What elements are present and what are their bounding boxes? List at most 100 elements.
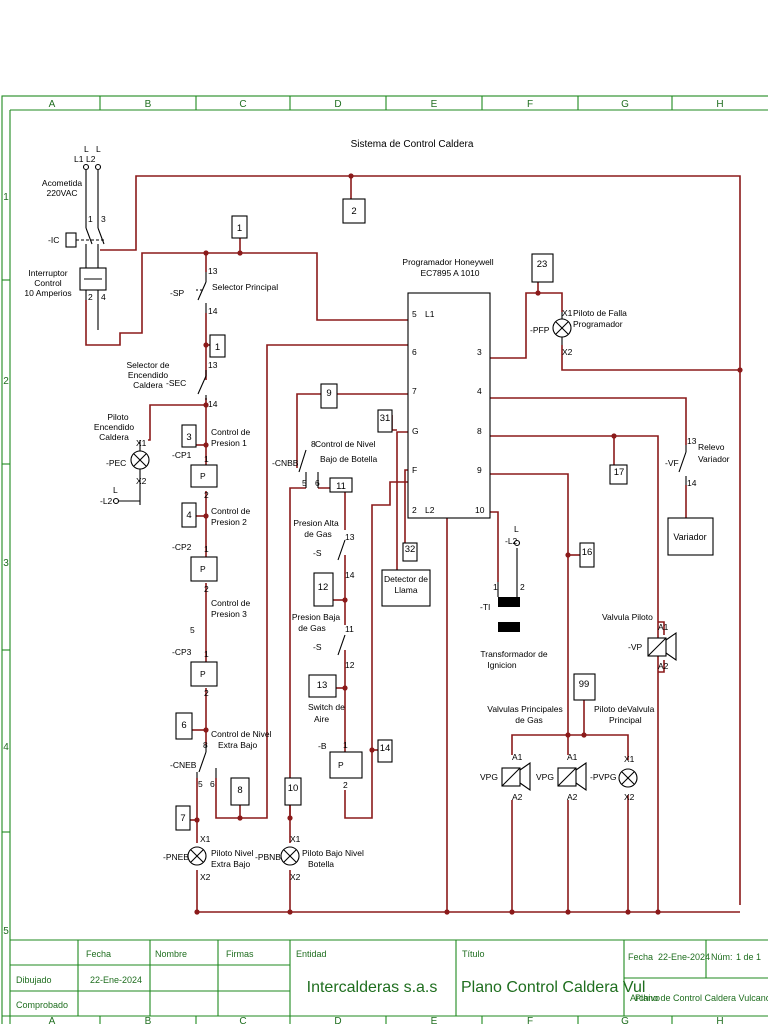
- row-label: 1: [3, 192, 9, 203]
- vp-label: Valvula Piloto: [602, 612, 653, 622]
- valvula-piloto: A1 A2 -VP Valvula Piloto: [602, 612, 677, 671]
- ref-box: 16: [582, 547, 593, 558]
- prog-t4: 4: [477, 386, 482, 396]
- l-label: L: [96, 144, 101, 154]
- breaker-handle: [65, 232, 77, 248]
- cp1-t1: 1: [204, 454, 209, 464]
- tb-fecha-right: Fecha: [628, 952, 653, 962]
- pfp-line1: Piloto de Falla: [573, 308, 627, 318]
- det-line2: Llama: [394, 585, 417, 595]
- col-label: G: [621, 99, 629, 110]
- prog-t7: 7: [412, 386, 417, 396]
- ref-box: 11: [336, 481, 346, 492]
- pfp-x1: X1: [562, 308, 573, 318]
- tb-archivo-name: Plano de Control Caldera Vulcano CADe: [635, 993, 768, 1003]
- diagram-title: Sistema de Control Caldera: [351, 139, 474, 150]
- pbnb-line1: Piloto Bajo Nivel: [302, 848, 364, 858]
- breaker-line1: Interruptor: [28, 268, 67, 278]
- ref-box: 32: [405, 544, 416, 555]
- sp-t13: 13: [208, 266, 218, 276]
- pec-l2: -L2: [100, 496, 113, 506]
- pbnb-tag: -PBNB: [255, 852, 281, 862]
- programador-honeywell: Programador Honeywell EC7895 A 1010 5 L1…: [402, 257, 494, 519]
- pbnb-x1: X1: [290, 834, 301, 844]
- sec-line2: Encendido: [128, 370, 168, 380]
- l2-label: L2: [86, 154, 96, 164]
- breaker-line3: 10 Amperios: [24, 288, 71, 298]
- cnbb-line2: Bajo de Botella: [320, 454, 377, 464]
- ref-box: 2: [351, 206, 356, 217]
- prog-t9: 9: [477, 465, 482, 475]
- cnbb-t6: 6: [315, 478, 320, 488]
- ref-box: 1: [215, 342, 220, 353]
- cneb-t5: 5: [198, 779, 203, 789]
- prog-line2: EC7895 A 1010: [420, 268, 479, 278]
- prog-t8: 8: [477, 426, 482, 436]
- tb-dibujado: Dibujado: [16, 975, 52, 985]
- pec-x1: X1: [136, 438, 147, 448]
- ti-line2: Ignicion: [487, 660, 517, 670]
- prog-line1: Programador Honeywell: [402, 257, 493, 267]
- pbg-t12: 12: [345, 660, 355, 670]
- col-label: D: [334, 1016, 341, 1024]
- tb-titulo-header: Título: [462, 949, 485, 959]
- selector-encendido: 13 14 -SEC Selector de Encendido Caldera: [127, 360, 218, 409]
- row-labels: 1 2 3 4 5: [3, 192, 9, 937]
- col-label: G: [621, 1016, 629, 1024]
- sp-t14: 14: [208, 306, 218, 316]
- variador-label: Variador: [673, 532, 706, 542]
- sec-tag: -SEC: [166, 378, 186, 388]
- pec-l: L: [113, 485, 118, 495]
- sec-line3: Caldera: [133, 380, 163, 390]
- pag-t14: 14: [345, 570, 355, 580]
- supply-breaker: L1 L2 L L Acometida 220VAC 1 3 -IC Inter…: [24, 144, 107, 330]
- pec-line1: Piloto: [107, 412, 129, 422]
- tb-fecha-header: Fecha: [86, 949, 111, 959]
- tb-entidad: Intercalderas s.a.s: [307, 979, 438, 996]
- pag-line1: Presion Alta: [293, 518, 339, 528]
- pneb-line1: Piloto Nivel: [211, 848, 254, 858]
- cp3-line1: Control de: [211, 598, 250, 608]
- sa-t2: 2: [343, 780, 348, 790]
- term-3: 3: [101, 214, 106, 224]
- cp2-tag: -CP2: [172, 542, 192, 552]
- vpg2-a1: A1: [567, 752, 578, 762]
- pag-t13: 13: [345, 532, 355, 542]
- presion-baja-gas: 11 12 -S Presion Baja de Gas: [292, 612, 355, 670]
- ref-box: 17: [614, 467, 625, 478]
- pag-line2: de Gas: [304, 529, 331, 539]
- piloto-bajo-nivel-botella: X1 X2 -PBNB Piloto Bajo Nivel Botella: [255, 834, 364, 882]
- reference-boxes: 1 2 1 3 4 6 7 8 9 10 11 12 13 14 16 17 2…: [175, 198, 628, 831]
- cneb-t8: 8: [203, 740, 208, 750]
- col-label: F: [527, 99, 533, 110]
- pneb-line2: Extra Bajo: [211, 859, 250, 869]
- tb-firmas-header: Firmas: [226, 949, 254, 959]
- row-label: 2: [3, 376, 9, 387]
- cp3-t2: 2: [204, 688, 209, 698]
- pvpg-x1: X1: [624, 754, 635, 764]
- cneb-t6: 6: [210, 779, 215, 789]
- pfp-x2: X2: [562, 347, 573, 357]
- cneb-tag: -CNEB: [170, 760, 197, 770]
- cp2-line1: Control de: [211, 506, 250, 516]
- sp-label: Selector Principal: [212, 282, 278, 292]
- detector-llama: Detector de Llama: [381, 569, 431, 607]
- pbg-tag: -S: [313, 642, 322, 652]
- pbg-line1: Presion Baja: [292, 612, 340, 622]
- cp2-line2: Presion 2: [211, 517, 247, 527]
- col-label: C: [239, 99, 246, 110]
- pneb-tag: -PNEB: [163, 852, 189, 862]
- pfp-line2: Programador: [573, 319, 623, 329]
- row-label: 3: [3, 558, 9, 569]
- vpg2-a2: A2: [567, 792, 578, 802]
- pec-x2: X2: [136, 476, 147, 486]
- vpg2-tag: VPG: [536, 772, 554, 782]
- column-labels: A B C D E F G H A B C D E F G H: [49, 99, 724, 1024]
- variador: Variador: [667, 517, 714, 556]
- vp-tag: -VP: [628, 642, 643, 652]
- pvpg-line2: Principal: [609, 715, 642, 725]
- l-label: L: [84, 144, 89, 154]
- tb-nombre-header: Nombre: [155, 949, 187, 959]
- cnbb-line1: Control de Nivel: [315, 439, 376, 449]
